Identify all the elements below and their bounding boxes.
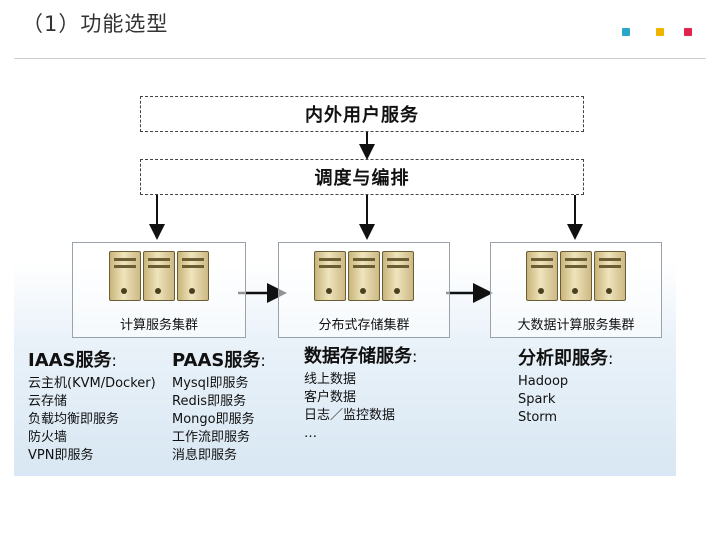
list-item: 防火墙	[28, 430, 68, 445]
list-item: Storm	[518, 410, 558, 425]
list-item: Mongo即服务	[172, 412, 255, 427]
list-item: Spark	[518, 392, 556, 407]
iaas-title: IAAS服务:	[28, 350, 117, 371]
list-item: Hadoop	[518, 374, 569, 389]
compute-cluster-label: 计算服务集群	[119, 318, 198, 333]
storage-cluster: 分布式存储集群	[278, 242, 450, 338]
iaas-group: IAAS服务: 云主机(KVM/Docker) 云存储 负载均衡即服务 防火墙 …	[28, 346, 156, 465]
orchestration-label: 调度与编排	[314, 168, 410, 189]
server-rack-icon	[524, 251, 628, 301]
paas-group: PAAS服务: Mysql即服务 Redis即服务 Mongo即服务 工作流即服…	[172, 346, 266, 465]
accent-dot-blue	[622, 28, 630, 36]
list-item: VPN即服务	[28, 448, 94, 463]
bigdata-cluster: 大数据计算服务集群	[490, 242, 662, 338]
slide-title: （1）功能选型	[22, 12, 169, 36]
list-item: 日志／监控数据	[304, 408, 396, 423]
list-item: Redis即服务	[172, 394, 247, 409]
user-services-label: 内外用户服务	[305, 105, 419, 126]
storage-cluster-label: 分布式存储集群	[318, 318, 410, 333]
storage-services-title: 数据存储服务:	[304, 346, 418, 367]
server-rack-icon	[312, 251, 416, 301]
bigdata-cluster-label: 大数据计算服务集群	[517, 318, 635, 333]
list-item: 线上数据	[304, 372, 357, 387]
accent-dot-red	[684, 28, 692, 36]
list-item: 云存储	[28, 394, 68, 409]
compute-cluster: 计算服务集群	[72, 242, 246, 338]
architecture-diagram: 内外用户服务 调度与编排 计算服务集群 分布式存储集群 大数据计算服务集群 IA…	[14, 86, 676, 476]
list-item: 云主机(KVM/Docker)	[28, 376, 156, 391]
analytics-title: 分析即服务:	[518, 348, 614, 369]
server-rack-icon	[107, 251, 211, 301]
orchestration-box: 调度与编排	[140, 159, 584, 195]
accent-dot-yellow	[656, 28, 664, 36]
list-item: …	[304, 426, 317, 441]
list-item: 消息即服务	[172, 448, 238, 463]
storage-services-group: 数据存储服务: 线上数据 客户数据 日志／监控数据 …	[304, 342, 417, 443]
list-item: Mysql即服务	[172, 376, 249, 391]
paas-title: PAAS服务:	[172, 350, 266, 371]
list-item: 负载均衡即服务	[28, 412, 120, 427]
header-divider	[14, 58, 706, 59]
analytics-group: 分析即服务: Hadoop Spark Storm	[518, 344, 613, 427]
list-item: 工作流即服务	[172, 430, 251, 445]
user-services-box: 内外用户服务	[140, 96, 584, 132]
list-item: 客户数据	[304, 390, 357, 405]
